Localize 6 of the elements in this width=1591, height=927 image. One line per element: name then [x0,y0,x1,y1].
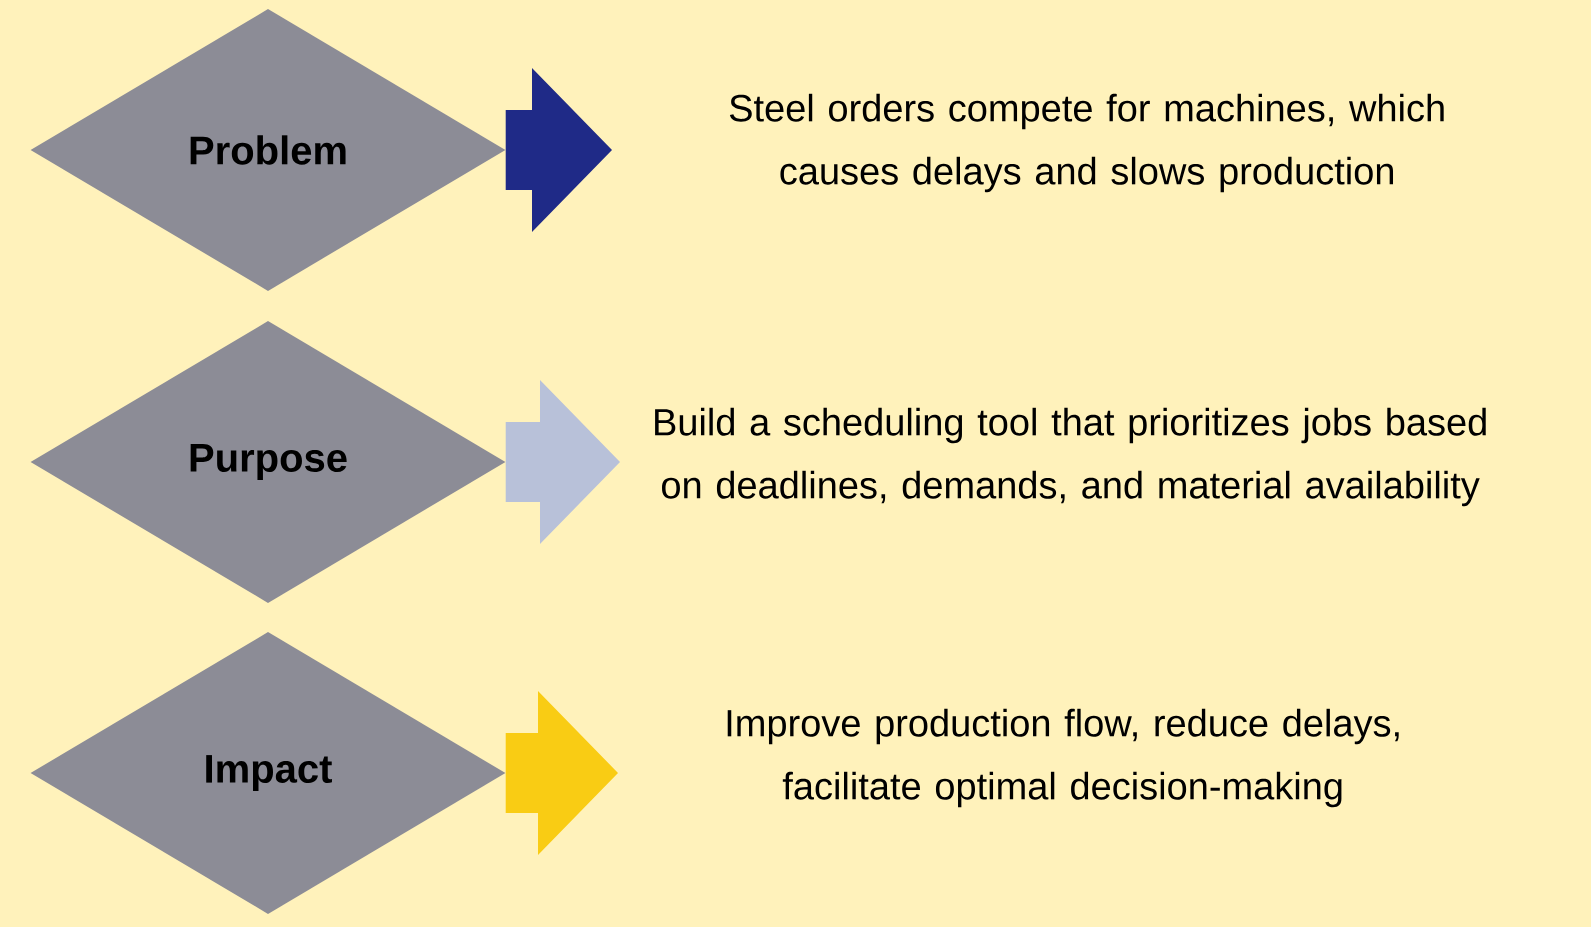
block-arrow [505,691,618,855]
block-arrow [505,68,612,232]
description-text: Improve production flow, reduce delays, facilitate optimal decision-making [727,708,1399,808]
block-arrow [505,380,620,544]
description-text: Steel orders compete for machines, which causes delays and slows production [729,93,1444,193]
description-text: Build a scheduling tool that prioritizes jobs based on deadlines, demands, and material availability [655,407,1486,507]
